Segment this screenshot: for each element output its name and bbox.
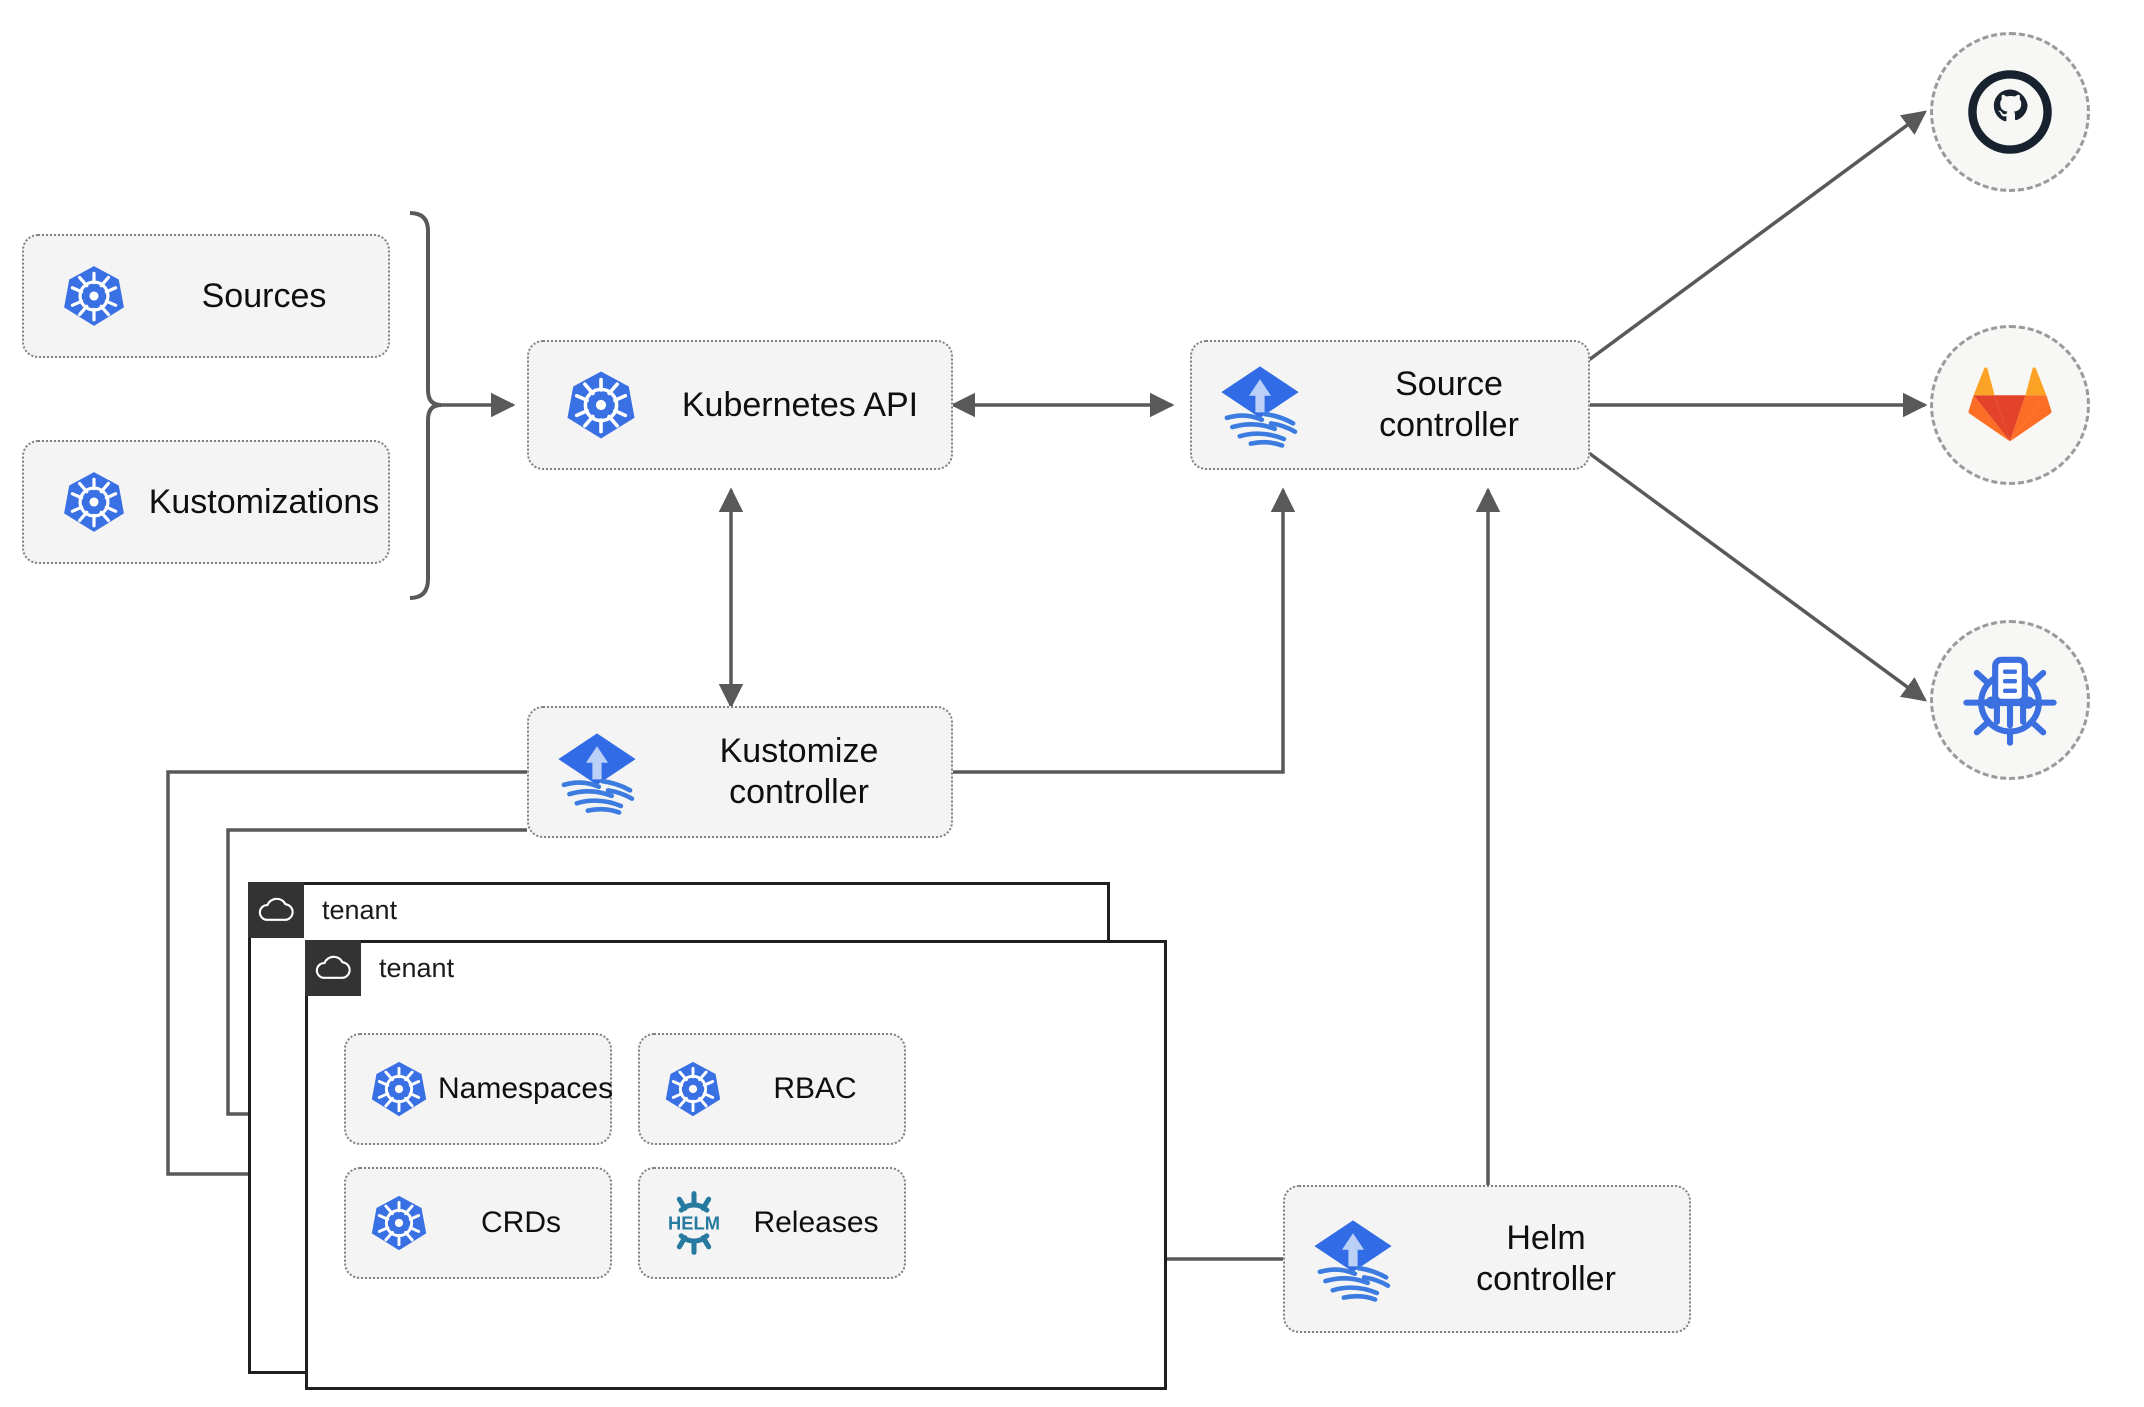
node-namespaces[interactable]: Namespaces bbox=[344, 1033, 613, 1145]
kubernetes-icon bbox=[42, 469, 146, 535]
tenant-label: tenant bbox=[322, 894, 398, 925]
kubernetes-icon bbox=[654, 1059, 732, 1119]
node-label: Kustomize controller bbox=[719, 732, 879, 811]
node-releases[interactable]: HELM Releases bbox=[638, 1167, 906, 1279]
tenant-header: tenant bbox=[248, 882, 397, 938]
node-label: Sources bbox=[201, 276, 327, 315]
edge-sourcectrl-github bbox=[1576, 110, 1927, 370]
tenant-label: tenant bbox=[379, 952, 455, 983]
node-kustomize-controller[interactable]: Kustomize controller bbox=[527, 706, 953, 838]
node-crds[interactable]: CRDs bbox=[344, 1167, 612, 1279]
node-helm-controller[interactable]: Helm controller bbox=[1283, 1185, 1691, 1333]
endpoint-github[interactable] bbox=[1930, 32, 2090, 192]
helm-icon: HELM bbox=[654, 1190, 734, 1256]
node-kustomizations[interactable]: Kustomizations bbox=[22, 440, 390, 564]
edge-kustomizectrl-sourcectrl bbox=[953, 487, 1296, 774]
node-label: Source controller bbox=[1379, 365, 1519, 444]
node-kubernetes-api[interactable]: Kubernetes API bbox=[527, 340, 953, 470]
cell-crds: CRDs bbox=[344, 1167, 612, 1279]
kubernetes-icon bbox=[42, 263, 146, 329]
node-label: Helm controller bbox=[1476, 1219, 1616, 1298]
cloud-icon bbox=[305, 940, 361, 996]
kubernetes-icon bbox=[547, 368, 655, 442]
flux-icon bbox=[1204, 359, 1316, 451]
endpoint-registry[interactable] bbox=[1930, 620, 2090, 780]
node-label: Releases bbox=[753, 1206, 879, 1239]
github-icon bbox=[1968, 70, 2052, 154]
kubernetes-icon bbox=[360, 1059, 438, 1119]
tenant-header: tenant bbox=[305, 940, 454, 996]
tenant-resource-grid: Namespaces bbox=[344, 1033, 906, 1279]
registry-icon bbox=[1963, 656, 2057, 746]
svg-text:HELM: HELM bbox=[668, 1212, 720, 1233]
endpoint-gitlab[interactable] bbox=[1930, 325, 2090, 485]
gitlab-icon bbox=[1968, 367, 2052, 442]
node-label: RBAC bbox=[773, 1072, 857, 1105]
node-label: CRDs bbox=[481, 1206, 561, 1239]
edge-sourcectrl-registry bbox=[1576, 443, 1927, 702]
kubernetes-icon bbox=[360, 1193, 438, 1253]
cloud-icon bbox=[248, 882, 304, 938]
node-label: Kustomizations bbox=[148, 482, 380, 521]
node-label: Namespaces bbox=[438, 1072, 614, 1105]
edge-sources-brace bbox=[409, 211, 442, 600]
cell-releases: HELM Releases bbox=[638, 1167, 906, 1279]
flux-icon bbox=[1297, 1213, 1409, 1305]
node-source-controller[interactable]: Source controller bbox=[1190, 340, 1590, 470]
node-sources[interactable]: Sources bbox=[22, 234, 390, 358]
node-label: Kubernetes API bbox=[681, 385, 919, 424]
flux-icon bbox=[541, 726, 653, 818]
cell-rbac: RBAC bbox=[638, 1033, 906, 1145]
tenant-container-front[interactable]: tenant bbox=[305, 940, 1167, 1390]
cell-namespaces: Namespaces bbox=[344, 1033, 613, 1145]
node-rbac[interactable]: RBAC bbox=[638, 1033, 906, 1145]
